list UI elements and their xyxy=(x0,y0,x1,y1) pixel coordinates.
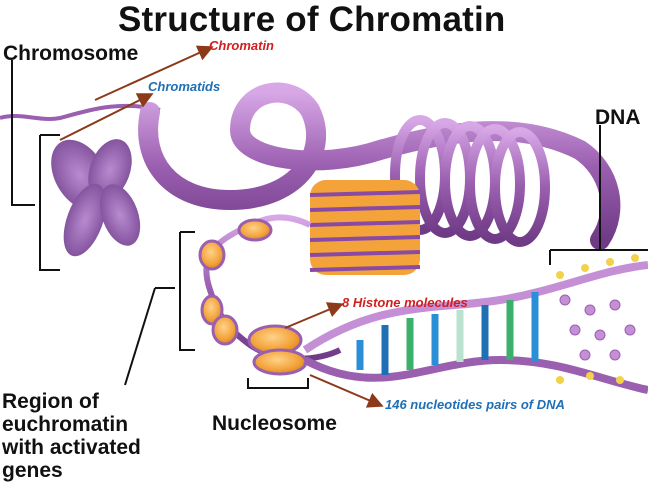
dna-helix xyxy=(302,254,648,394)
label-region-euchromatin: Region of euchromatin with activated gen… xyxy=(2,390,141,482)
coiled-fiber xyxy=(138,82,621,250)
black-leaders xyxy=(124,287,175,386)
chromatin-strand xyxy=(0,103,161,121)
leader-lines xyxy=(59,45,384,408)
chromosome-shape xyxy=(51,139,141,257)
label-nucleotides: 146 nucleotides pairs of DNA xyxy=(385,397,565,412)
bead-string xyxy=(198,214,342,376)
label-dna: DNA xyxy=(595,106,641,129)
label-nucleosome: Nucleosome xyxy=(212,412,337,435)
label-histones: 8 Histone molecules xyxy=(342,295,468,310)
label-chromosome: Chromosome xyxy=(3,42,139,65)
label-chromatids: Chromatids xyxy=(148,79,221,94)
solenoid-fiber xyxy=(309,180,421,275)
brackets xyxy=(11,60,648,389)
diagram-title: Structure of Chromatin xyxy=(118,0,506,39)
label-chromatin: Chromatin xyxy=(209,38,274,53)
